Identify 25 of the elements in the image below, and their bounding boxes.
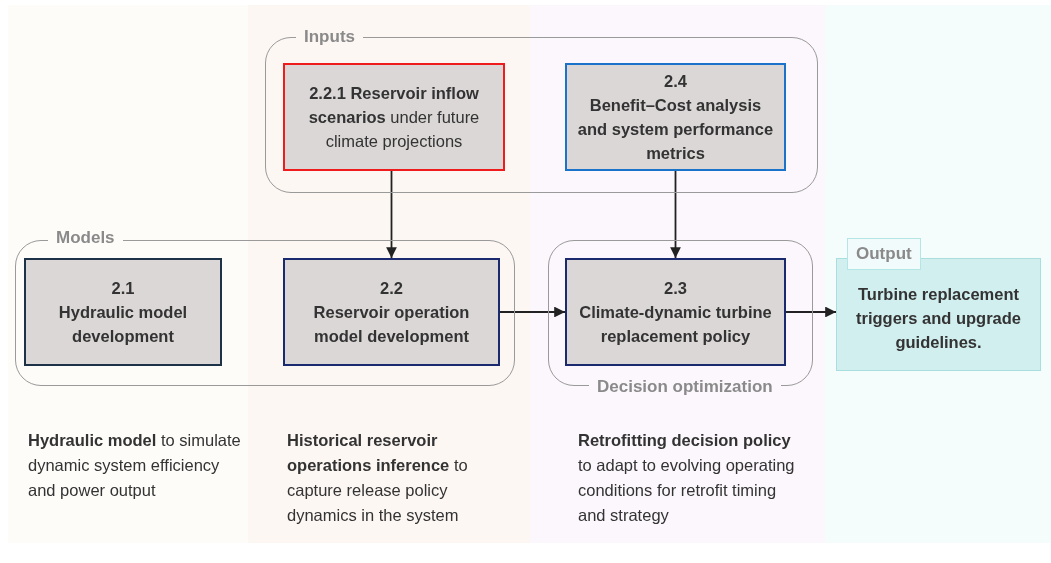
arrow — [386, 170, 397, 259]
box-number: 2.4 — [664, 71, 687, 92]
process-box — [565, 258, 786, 366]
output-tab: Output — [847, 238, 921, 270]
arrow — [499, 306, 566, 318]
box-number: 2.1 — [111, 278, 135, 299]
box-text: Reservoir operation model development — [312, 302, 471, 347]
process-box — [283, 258, 500, 366]
group-label: Decision optimization — [589, 377, 781, 397]
box-text: 2.2.1 Reservoir inflow scenarios under future climate projections — [307, 83, 481, 152]
box-text: Hydraulic model development — [57, 302, 189, 347]
box-text: Benefit–Cost analysis and system performance metrics — [576, 95, 775, 164]
box-number: 2.2 — [380, 278, 403, 299]
box-text: Climate-dynamic turbine replacement policy — [578, 302, 773, 347]
arrow — [785, 306, 837, 318]
description-text: Hydraulic model to simulate dynamic system efficiency and power output — [28, 430, 242, 501]
group-label: Inputs — [296, 27, 363, 47]
arrow — [670, 170, 681, 259]
box-number: 2.3 — [664, 278, 687, 299]
output-text: Turbine replacement triggers and upgrade guidelines. — [855, 283, 1022, 353]
process-box — [283, 63, 505, 171]
description-text: Retrofitting decision policy to adapt to evolving operating conditions for retrofit timing and strategy — [578, 430, 796, 526]
process-box — [565, 63, 786, 171]
description-text: Historical reservoir operations inference to capture release policy dynamics in the system — [287, 430, 469, 526]
process-box — [24, 258, 222, 366]
